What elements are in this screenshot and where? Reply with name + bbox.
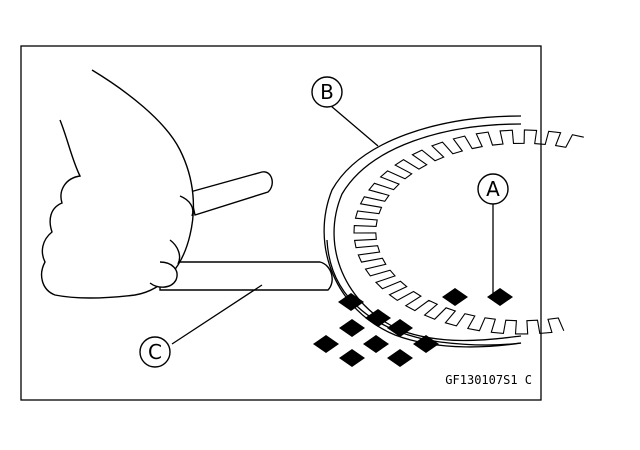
gauge-blade-lower <box>159 261 333 291</box>
pattern-diamond <box>339 349 365 367</box>
callout-a: A <box>477 173 509 205</box>
leader-c <box>171 284 263 345</box>
callout-c-circle <box>139 336 171 368</box>
leader-lines <box>171 105 494 345</box>
callout-a-circle <box>477 173 509 205</box>
figure-frame <box>20 45 542 401</box>
callout-b-label: B <box>320 80 334 104</box>
pattern-diamond <box>313 335 339 353</box>
hand <box>40 69 195 299</box>
pattern-diamond <box>487 288 513 306</box>
knuckle-line <box>179 195 194 217</box>
callout-c-label: C <box>148 340 162 364</box>
pattern-diamond <box>387 349 413 367</box>
callout-b: B <box>311 76 343 108</box>
pattern-diamond <box>413 335 439 353</box>
thickness-gauge <box>159 171 333 291</box>
clutch-plate <box>323 115 584 348</box>
pattern-diamond <box>363 335 389 353</box>
callout-b-circle <box>311 76 343 108</box>
pattern-diamond <box>338 293 364 311</box>
pattern-diamond <box>339 319 365 337</box>
figure-code: GF130107S1 C <box>445 373 532 387</box>
finger-crease <box>169 239 181 265</box>
plate-outer-edge <box>323 115 522 348</box>
pattern-diamond <box>442 288 468 306</box>
hand-outline <box>40 69 195 299</box>
callout-c: C <box>139 336 171 368</box>
callout-a-label: A <box>486 177 500 201</box>
plate-inner-teeth <box>353 129 584 335</box>
leader-b <box>330 105 379 147</box>
diamond-pattern <box>313 288 513 367</box>
plate-inner-edge <box>333 123 522 342</box>
thumb-tip <box>149 261 178 288</box>
pattern-diamond <box>365 309 391 327</box>
pattern-diamond <box>387 319 413 337</box>
gauge-blade-upper <box>189 171 273 216</box>
